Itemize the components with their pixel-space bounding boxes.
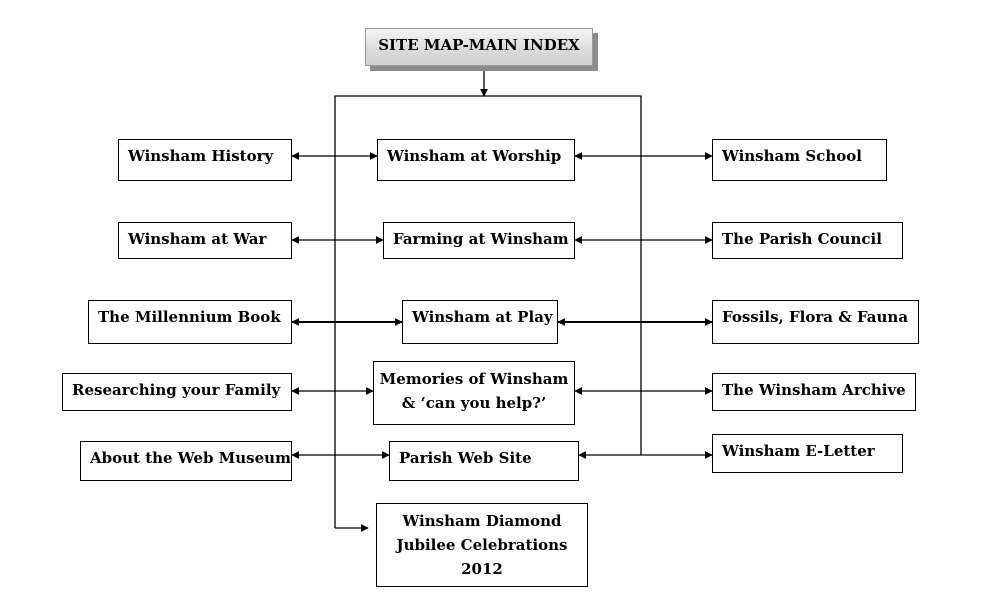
node-fossils-flora-fauna[interactable]: Fossils, Flora & Fauna (712, 300, 919, 344)
node-winsham-at-play[interactable]: Winsham at Play (402, 300, 558, 344)
jubilee-line-1: Winsham Diamond (402, 512, 562, 530)
node-about-web-museum[interactable]: About the Web Museum (80, 441, 292, 481)
node-diamond-jubilee[interactable]: Winsham Diamond Jubilee Celebrations 201… (376, 503, 588, 587)
node-millennium-book[interactable]: The Millennium Book (88, 300, 292, 344)
node-researching-family[interactable]: Researching your Family (62, 373, 292, 411)
node-parish-web-site[interactable]: Parish Web Site (389, 441, 579, 481)
site-map-title: SITE MAP-MAIN INDEX (365, 28, 593, 66)
node-winsham-school[interactable]: Winsham School (712, 139, 887, 181)
jubilee-line-2: Jubilee Celebrations (396, 536, 568, 554)
memories-line-2: & ‘can you help?’ (401, 394, 547, 412)
node-farming-at-winsham[interactable]: Farming at Winsham (383, 222, 575, 259)
memories-line-1: Memories of Winsham (379, 370, 569, 388)
node-winsham-history[interactable]: Winsham History (118, 139, 292, 181)
node-winsham-e-letter[interactable]: Winsham E-Letter (712, 434, 903, 473)
jubilee-line-3: 2012 (461, 560, 503, 578)
node-winsham-archive[interactable]: The Winsham Archive (712, 373, 916, 411)
node-parish-council[interactable]: The Parish Council (712, 222, 903, 259)
node-winsham-at-war[interactable]: Winsham at War (118, 222, 292, 259)
node-memories-of-winsham[interactable]: Memories of Winsham & ‘can you help?’ (373, 361, 575, 425)
frame-line (334, 95, 642, 528)
node-winsham-at-worship[interactable]: Winsham at Worship (377, 139, 575, 181)
